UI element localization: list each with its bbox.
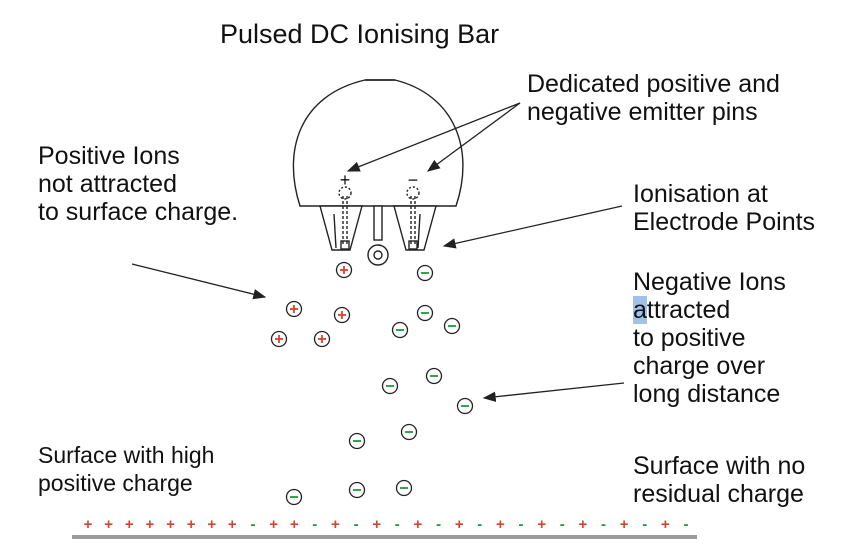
negative-ions-line-4: charge over: [633, 352, 766, 380]
negative-ion: [348, 432, 366, 450]
negative-ion: [456, 397, 474, 415]
positive-ions-line-3: to surface charge.: [38, 198, 239, 226]
positive-ion: [270, 330, 288, 348]
text-highlight: a: [633, 296, 647, 324]
surface-positive-charge: +: [104, 516, 113, 533]
positive-ion: [335, 261, 353, 279]
mounting-ring-inner: [373, 250, 383, 260]
negative-pin-label: −: [408, 170, 419, 190]
negative-ion: [400, 423, 418, 441]
surface-positive-charge: +: [166, 516, 175, 533]
surface-charges: ++++++++-++-+-+-+-+-+-+-+-+-+-: [84, 516, 689, 533]
surface-negative-charge: -: [642, 516, 647, 533]
positive-ions-line-1: Positive Ions: [38, 142, 180, 170]
electrode-detail: [333, 213, 337, 249]
negative-ions-label: Negative Ions attracted to positive char…: [633, 268, 786, 408]
left-electrode-housing: [319, 205, 363, 251]
surface-none-line-2: residual charge: [633, 480, 804, 508]
ionising-bar: [292, 79, 464, 266]
right-pin-head: [406, 186, 420, 200]
surface-positive-charge: +: [331, 516, 340, 533]
negative-ions-line-1: Negative Ions: [633, 268, 786, 296]
positive-ions-line-2: not attracted: [38, 170, 177, 198]
emitter-pins-line-2: negative emitter pins: [527, 98, 758, 126]
surface-positive-charge: +: [455, 516, 464, 533]
surface-negative-charge: -: [312, 516, 317, 533]
surface-negative-charge: -: [395, 516, 400, 533]
surface-positive-charge: +: [290, 516, 299, 533]
surface-positive-charge: +: [661, 516, 670, 533]
negative-ions-line-2-rest: ttracted: [646, 296, 731, 324]
negative-ion: [425, 367, 443, 385]
surface-negative-charge: -: [436, 516, 441, 533]
surface-high-line-2: positive charge: [38, 470, 193, 496]
centre-stem: [373, 205, 383, 241]
arrow-emitter-positive: [346, 102, 521, 172]
ionisation-line-2: Electrode Points: [633, 208, 816, 236]
ionisation-label: Ionisation at Electrode Points: [633, 180, 815, 236]
surface-negative-charge: -: [601, 516, 606, 533]
surface-negative-charge: -: [560, 516, 565, 533]
surface-positive-charge: +: [125, 516, 134, 533]
negative-ion: [416, 304, 434, 322]
negative-ion: [416, 264, 434, 282]
bar-housing: [292, 79, 464, 207]
left-pin-head: [338, 186, 352, 200]
positive-ion: [333, 306, 351, 324]
mounting-ring: [367, 244, 389, 266]
surface-positive-charge: +: [537, 516, 546, 533]
arrows: [131, 102, 625, 402]
negative-ion: [391, 321, 409, 339]
negative-ion: [348, 481, 366, 499]
arrow-negative-ions: [482, 382, 625, 402]
positive-ions-label: Positive Ions not attracted to surface c…: [38, 142, 238, 226]
surface-positive-charge: +: [579, 516, 588, 533]
negative-ion: [395, 479, 413, 497]
surface-negative-charge: -: [354, 516, 359, 533]
surface-none-line-1: Surface with no: [633, 452, 806, 480]
surface-positive-charge: +: [269, 516, 278, 533]
surface-high-line-1: Surface with high: [38, 442, 215, 468]
diagram-title: Pulsed DC Ionising Bar: [220, 19, 500, 49]
negative-ion: [381, 377, 399, 395]
negative-ions-line-5: long distance: [633, 380, 781, 408]
surface-positive-charge: +: [620, 516, 629, 533]
arrow-emitter-negative: [426, 102, 521, 172]
surface-positive-charge: +: [146, 516, 155, 533]
surface-negative-charge: -: [519, 516, 524, 533]
surface-positive-charge: +: [496, 516, 505, 533]
surface-none-label: Surface with no residual charge: [633, 452, 805, 508]
surface-high-label: Surface with high positive charge: [38, 441, 214, 497]
surface-negative-charge: -: [684, 516, 689, 533]
emitter-pins-label: Dedicated positive and negative emitter …: [527, 70, 780, 126]
surface-negative-charge: -: [251, 516, 256, 533]
right-pin-tip: [408, 240, 418, 250]
left-pin-tip: [340, 240, 350, 250]
negative-ion: [443, 317, 461, 335]
surface-negative-charge: -: [477, 516, 482, 533]
negative-ions-line-3: to positive: [633, 324, 746, 352]
surface-positive-charge: +: [372, 516, 381, 533]
negative-ion: [285, 488, 303, 506]
arrow-ionisation: [442, 205, 623, 249]
positive-ion: [313, 330, 331, 348]
ionisation-line-1: Ionisation at: [633, 180, 768, 208]
electrode-detail: [417, 213, 421, 249]
surface-positive-charge: +: [207, 516, 216, 533]
surface-positive-charge: +: [414, 516, 423, 533]
surface-positive-charge: +: [187, 516, 196, 533]
emitter-pins-line-1: Dedicated positive and: [527, 70, 780, 98]
negative-ions-line-2: attracted: [633, 296, 786, 324]
positive-ion: [285, 300, 303, 318]
surface-positive-charge: +: [228, 516, 237, 533]
surface-positive-charge: +: [84, 516, 93, 533]
ions-group: [270, 261, 474, 506]
arrow-positive-ions: [131, 263, 267, 300]
positive-pin-label: +: [340, 170, 351, 190]
